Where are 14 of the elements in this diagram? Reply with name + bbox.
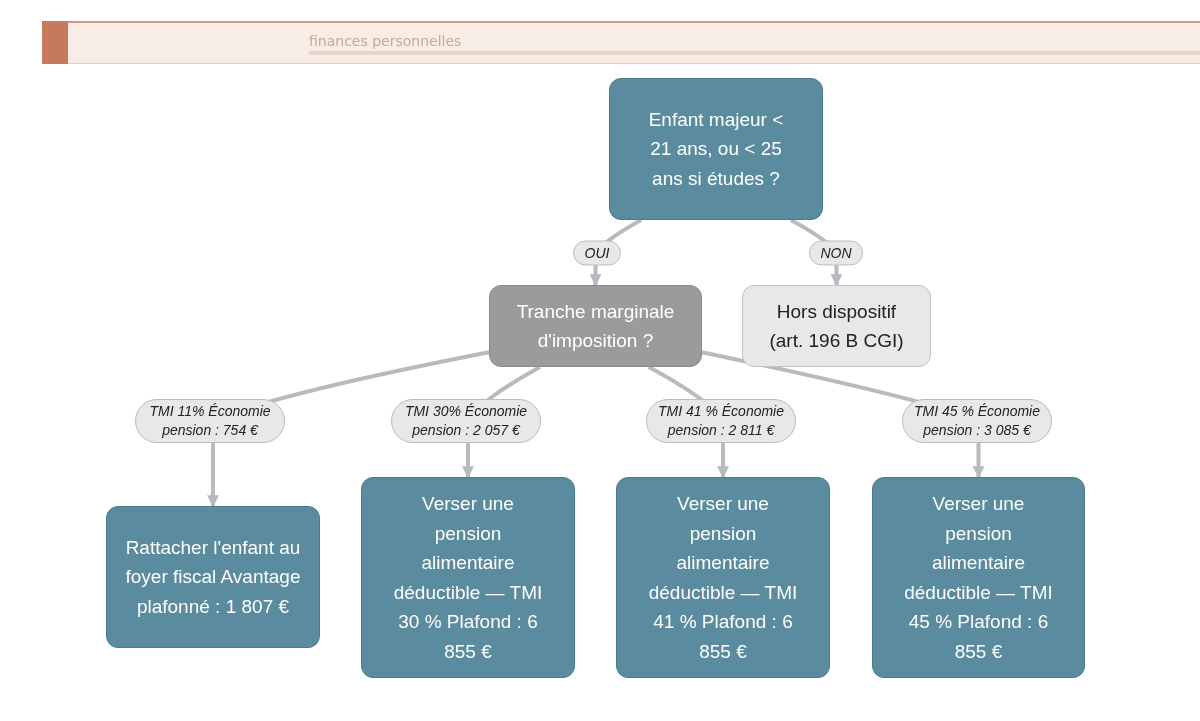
decision-box: Tranche marginale d'imposition ? xyxy=(489,285,702,367)
outcome-box: Verser une pension alimentaire déductible — TMI 45 % Plafond : 6 855 € xyxy=(872,477,1085,678)
question-box: Enfant majeur < 21 ans, ou < 25 ans si études ? xyxy=(609,78,823,220)
tagline: finances personnelles xyxy=(309,33,1200,55)
edge-label: TMI 11% Économie pension : 754 € xyxy=(135,399,285,443)
edge-label: OUI xyxy=(573,240,621,266)
edge-label: TMI 45 % Économie pension : 3 085 € xyxy=(902,399,1052,443)
outcome-box: Verser une pension alimentaire déductible — TMI 41 % Plafond : 6 855 € xyxy=(616,477,830,678)
outcome-box: Rattacher l'enfant au foyer fiscal Avantage plafonné : 1 807 € xyxy=(106,506,320,648)
edge-label: TMI 41 % Économie pension : 2 811 € xyxy=(646,399,796,443)
decision-box: Hors dispositif (art. 196 B CGI) xyxy=(742,285,931,367)
edge-label: TMI 30% Économie pension : 2 057 € xyxy=(391,399,541,443)
outcome-box: Verser une pension alimentaire déductible — TMI 30 % Plafond : 6 855 € xyxy=(361,477,575,678)
edge-label: NON xyxy=(809,240,863,266)
